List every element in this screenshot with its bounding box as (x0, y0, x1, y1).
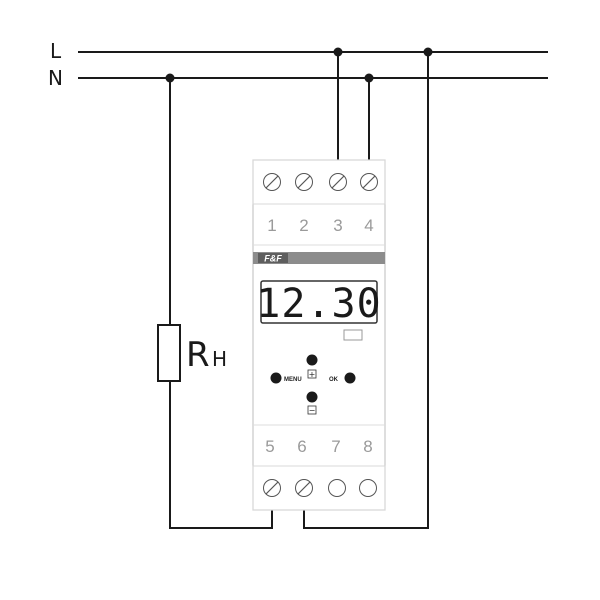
terminal-number-4: 4 (364, 216, 373, 235)
terminal-number-7: 7 (331, 437, 340, 456)
minus-icon (307, 405, 317, 415)
bottom-terminal-8 (359, 479, 377, 497)
brand-logo: F&F (264, 254, 282, 264)
bottom-terminal-block (252, 465, 386, 511)
lcd-value: 12.30 (256, 281, 381, 327)
terminal-number-8: 8 (363, 437, 372, 456)
wire-load-to-terminal-5 (169, 381, 273, 529)
ok-button-label: OK (329, 377, 339, 383)
top-screw-1 (263, 173, 281, 191)
load-resistor (157, 324, 181, 382)
bottom-screw-6 (295, 479, 313, 497)
brand-logo-bg (258, 253, 288, 263)
load-label: R (186, 335, 210, 375)
bottom-screw-5 (263, 479, 281, 497)
device-housing (252, 159, 386, 511)
bottom-terminal-7 (328, 479, 346, 497)
terminal-number-5: 5 (265, 437, 274, 456)
lcd-display (260, 280, 378, 324)
plus-icon (307, 369, 317, 379)
neutral-line-label: N (48, 66, 63, 90)
load-label-subscript: H (212, 347, 227, 371)
terminal-number-3: 3 (333, 216, 342, 235)
terminal-number-2: 2 (299, 216, 308, 235)
menu-button[interactable] (270, 372, 282, 384)
top-screw-2 (295, 173, 313, 191)
ok-button[interactable] (344, 372, 356, 384)
timer-relay-device: 1 2 3 4 F&F 12.30 + MENU OK − 5 6 7 8 (252, 159, 386, 511)
terminal-number-6: 6 (297, 437, 306, 456)
top-terminal-block (252, 159, 386, 205)
live-line-label: L (50, 39, 62, 63)
indicator-led (343, 329, 363, 341)
minus-button[interactable] (306, 391, 318, 403)
plus-button[interactable] (306, 354, 318, 366)
minus-icon-label: − (309, 406, 316, 415)
plus-icon-label: + (309, 370, 316, 379)
terminal-number-1: 1 (267, 216, 276, 235)
top-screw-4 (360, 173, 378, 191)
menu-button-label: MENU (284, 377, 302, 383)
wire-terminal-6-to-live (303, 52, 429, 529)
top-screw-3 (329, 173, 347, 191)
